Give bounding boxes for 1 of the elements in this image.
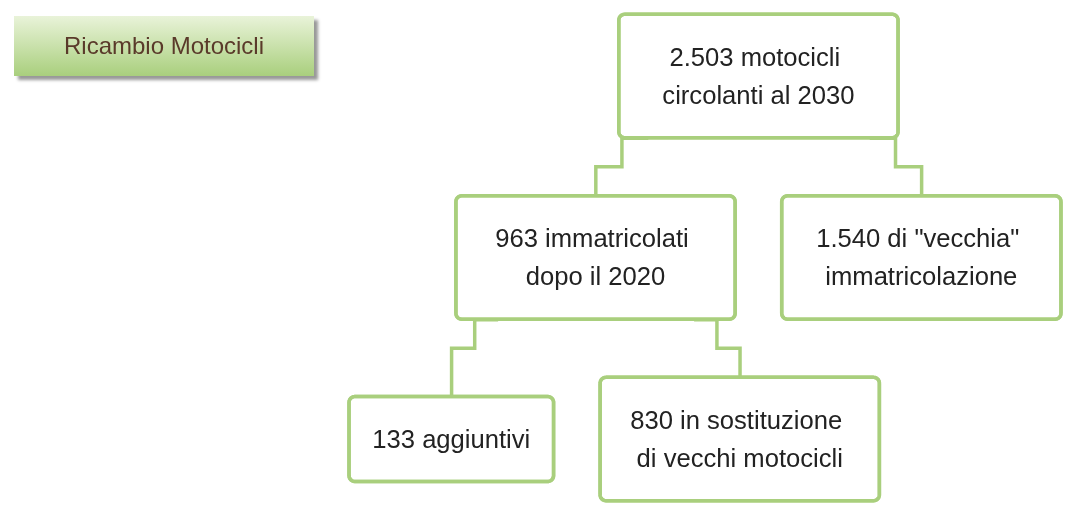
title-banner: Ricambio Motocicli: [14, 16, 314, 76]
